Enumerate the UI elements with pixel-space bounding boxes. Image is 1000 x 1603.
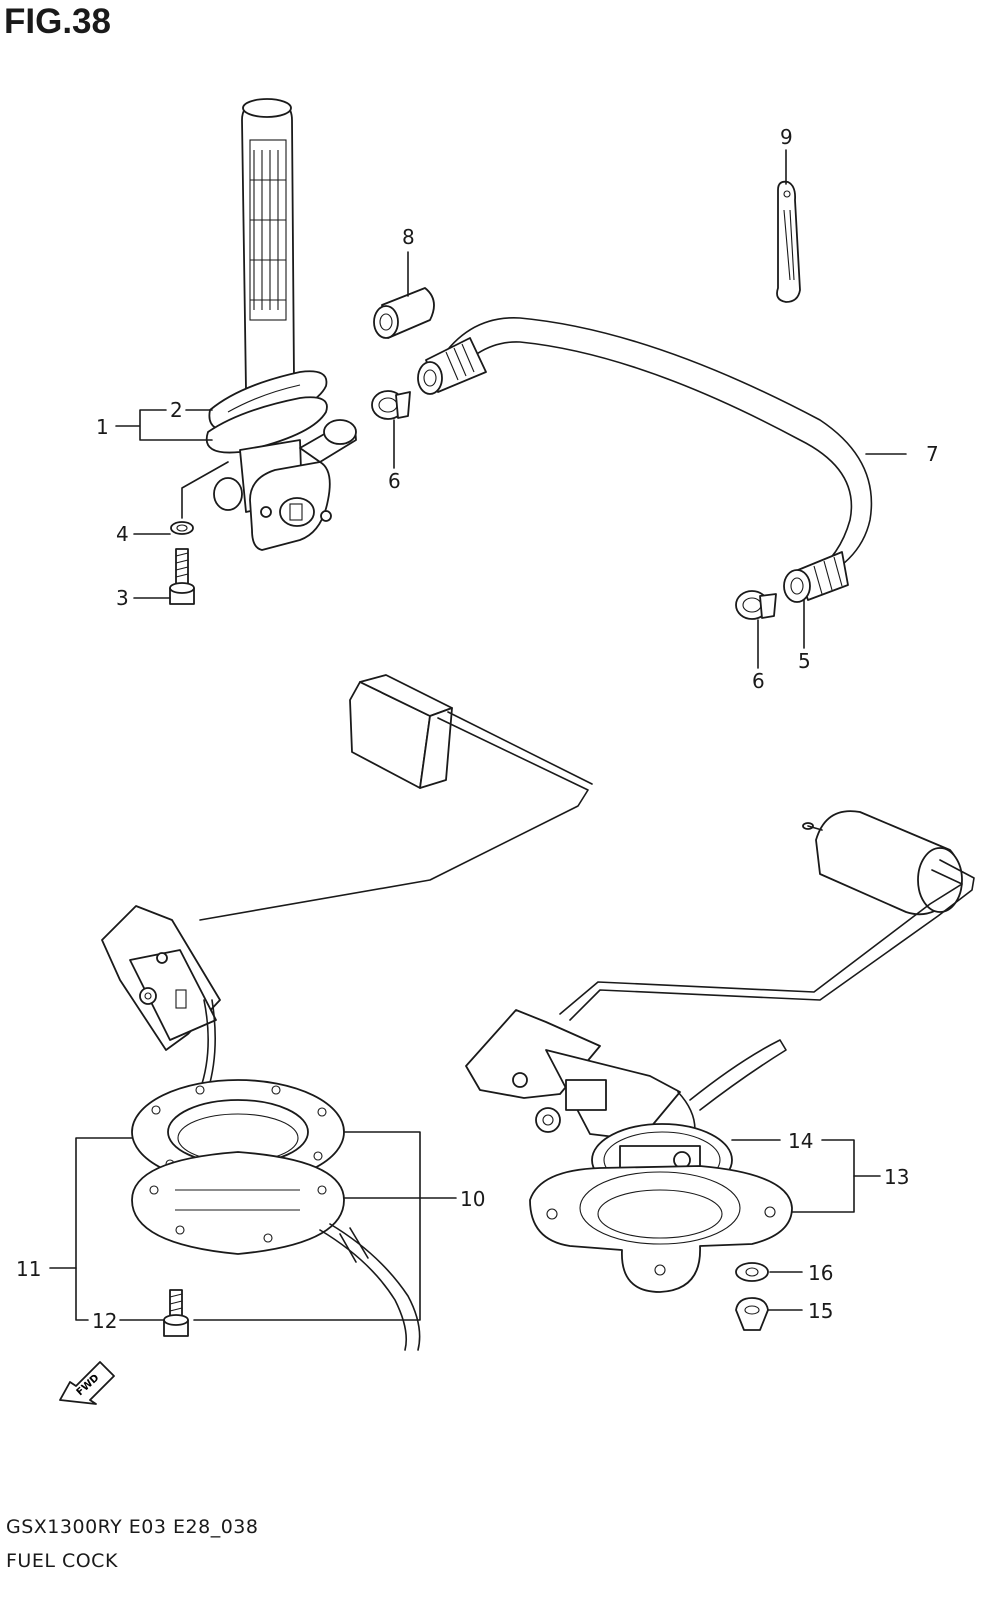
fuel-level-gauge	[101, 674, 593, 1351]
callout-16: 16	[808, 1261, 833, 1285]
callout-6-upper: 6	[388, 469, 401, 493]
callout-13: 13	[884, 1165, 909, 1189]
callout-7: 7	[926, 442, 939, 466]
callout-4: 4	[116, 522, 129, 546]
callout-12: 12	[92, 1309, 117, 1333]
fuel-pump-unit	[465, 810, 975, 1293]
callout-3: 3	[116, 586, 129, 610]
callout-8: 8	[402, 225, 415, 249]
callout-1: 1	[96, 415, 109, 439]
callout-14: 14	[788, 1129, 813, 1153]
figure-title: FIG.38	[4, 2, 111, 41]
callout-6-lower: 6	[752, 669, 765, 693]
callout-11: 11	[16, 1257, 41, 1281]
footer-figure-name: FUEL COCK	[6, 1550, 118, 1572]
washer-and-nut	[735, 1262, 769, 1331]
callout-15: 15	[808, 1299, 833, 1323]
forward-arrow: FWD	[59, 1361, 115, 1405]
hose-clamps	[371, 390, 777, 620]
hose-sleeve	[373, 287, 435, 339]
fuel-hose	[417, 317, 873, 603]
fuel-cock-assembly	[181, 98, 357, 551]
hose-strap	[776, 180, 801, 303]
leader-lines	[49, 149, 907, 1321]
footer-model-code: GSX1300RY E03 E28_038	[6, 1516, 259, 1538]
callout-10: 10	[460, 1187, 485, 1211]
callout-2: 2	[170, 398, 183, 422]
callout-labels: 1 2 3 4 5 6 6 7 8 9 10 11 12 13 14 15 16	[16, 125, 939, 1333]
washer-and-bolt	[169, 521, 195, 605]
flange-bolt	[163, 1289, 189, 1337]
callout-5: 5	[798, 649, 811, 673]
callout-9: 9	[780, 125, 793, 149]
